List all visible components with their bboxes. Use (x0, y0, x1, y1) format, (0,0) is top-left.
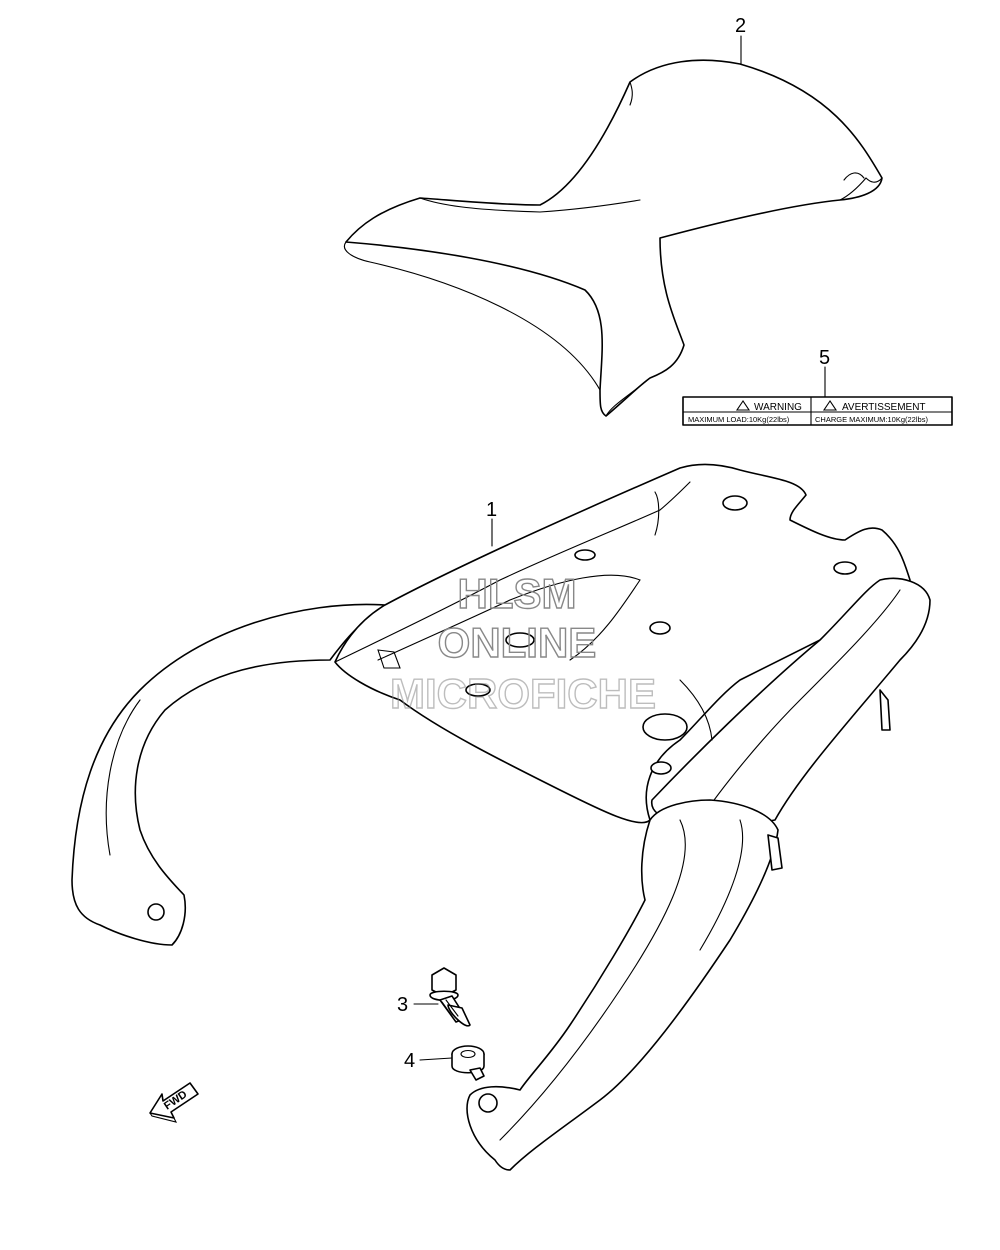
warning-triangle-icon (735, 400, 751, 411)
label-maximum-load: MAXIMUM LOAD:10Kg(22lbs) (688, 415, 790, 424)
part-1-carrier (71, 463, 931, 1171)
watermark: HLSM ONLINE MICROFICHE (389, 569, 656, 717)
label-warning-header: WARNING (754, 402, 802, 413)
warning-triangle-icon (822, 400, 838, 411)
fwd-direction-arrow: FWD (149, 1082, 199, 1123)
watermark-line-1: HLSM (458, 570, 577, 617)
callout-1: 1 (486, 499, 497, 521)
part-3-bolt (429, 967, 471, 1027)
callout-2: 2 (735, 15, 746, 37)
part-4-collar (451, 1045, 485, 1081)
part-2-cushion (344, 59, 883, 417)
callout-4: 4 (404, 1050, 415, 1072)
callout-5: 5 (819, 347, 830, 369)
leader-lines (413, 35, 826, 1061)
watermark-line-2: ONLINE (438, 619, 597, 666)
label-charge-maximum: CHARGE MAXIMUM:10Kg(22lbs) (815, 415, 928, 424)
watermark-line-3: MICROFICHE (390, 670, 656, 717)
callout-3: 3 (397, 994, 408, 1016)
part-5-warning-label: WARNING AVERTISSEMENT MAXIMUM LOAD:10Kg(… (682, 396, 953, 426)
label-avertissement-header: AVERTISSEMENT (842, 402, 926, 413)
